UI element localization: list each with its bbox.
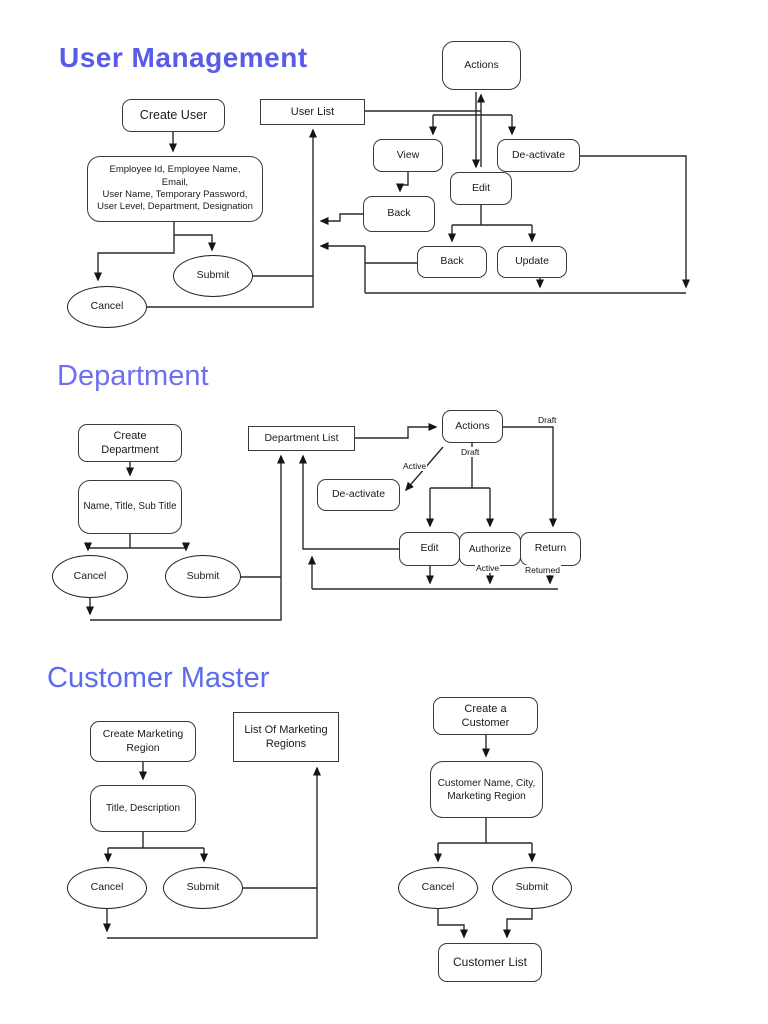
node-department-fields: Name, Title, Sub Title <box>78 480 182 534</box>
edge-label-active-below-authorize: Active <box>475 563 501 573</box>
edge-label-returned-below-return: Returned <box>524 565 561 575</box>
node-region-submit: Submit <box>163 867 243 909</box>
node-um-cancel: Cancel <box>67 286 147 328</box>
node-um-submit: Submit <box>173 255 253 297</box>
node-create-marketing-region: Create Marketing Region <box>90 721 196 762</box>
node-dept-cancel: Cancel <box>52 555 128 598</box>
section-title-customer-master: Customer Master <box>47 662 270 694</box>
node-um-edit: Edit <box>450 172 512 205</box>
node-user-fields: Employee Id, Employee Name, Email, User … <box>87 156 263 222</box>
node-dept-authorize: Authorize <box>459 532 521 566</box>
node-create-department: Create Department <box>78 424 182 462</box>
node-user-list: User List <box>260 99 365 125</box>
section-title-user-management: User Management <box>59 42 308 73</box>
node-dept-deactivate: De-activate <box>317 479 400 511</box>
node-list-of-marketing-regions: List Of Marketing Regions <box>233 712 339 762</box>
node-customer-fields: Customer Name, City, Marketing Region <box>430 761 543 818</box>
section-title-department: Department <box>57 360 209 392</box>
node-dept-submit: Submit <box>165 555 241 598</box>
edge-label-draft-to-edit: Draft <box>460 447 481 457</box>
node-region-cancel: Cancel <box>67 867 147 909</box>
node-um-back-from-view: Back <box>363 196 435 232</box>
node-customer-cancel: Cancel <box>398 867 478 909</box>
node-dept-return: Return <box>520 532 581 566</box>
node-create-a-customer: Create a Customer <box>433 697 538 735</box>
node-dept-edit: Edit <box>399 532 460 566</box>
node-title-description: Title, Description <box>90 785 196 832</box>
node-customer-list: Customer List <box>438 943 542 982</box>
node-um-update: Update <box>497 246 567 278</box>
edge-label-active-to-deactivate: Active <box>402 461 428 471</box>
node-dept-actions: Actions <box>442 410 503 443</box>
node-department-list: Department List <box>248 426 355 451</box>
edge-label-draft-to-return: Draft <box>537 415 558 425</box>
node-um-back-from-edit: Back <box>417 246 487 278</box>
node-um-deactivate: De-activate <box>497 139 580 172</box>
node-um-view: View <box>373 139 443 172</box>
node-um-actions: Actions <box>442 41 521 90</box>
node-create-user: Create User <box>122 99 225 132</box>
node-customer-submit: Submit <box>492 867 572 909</box>
